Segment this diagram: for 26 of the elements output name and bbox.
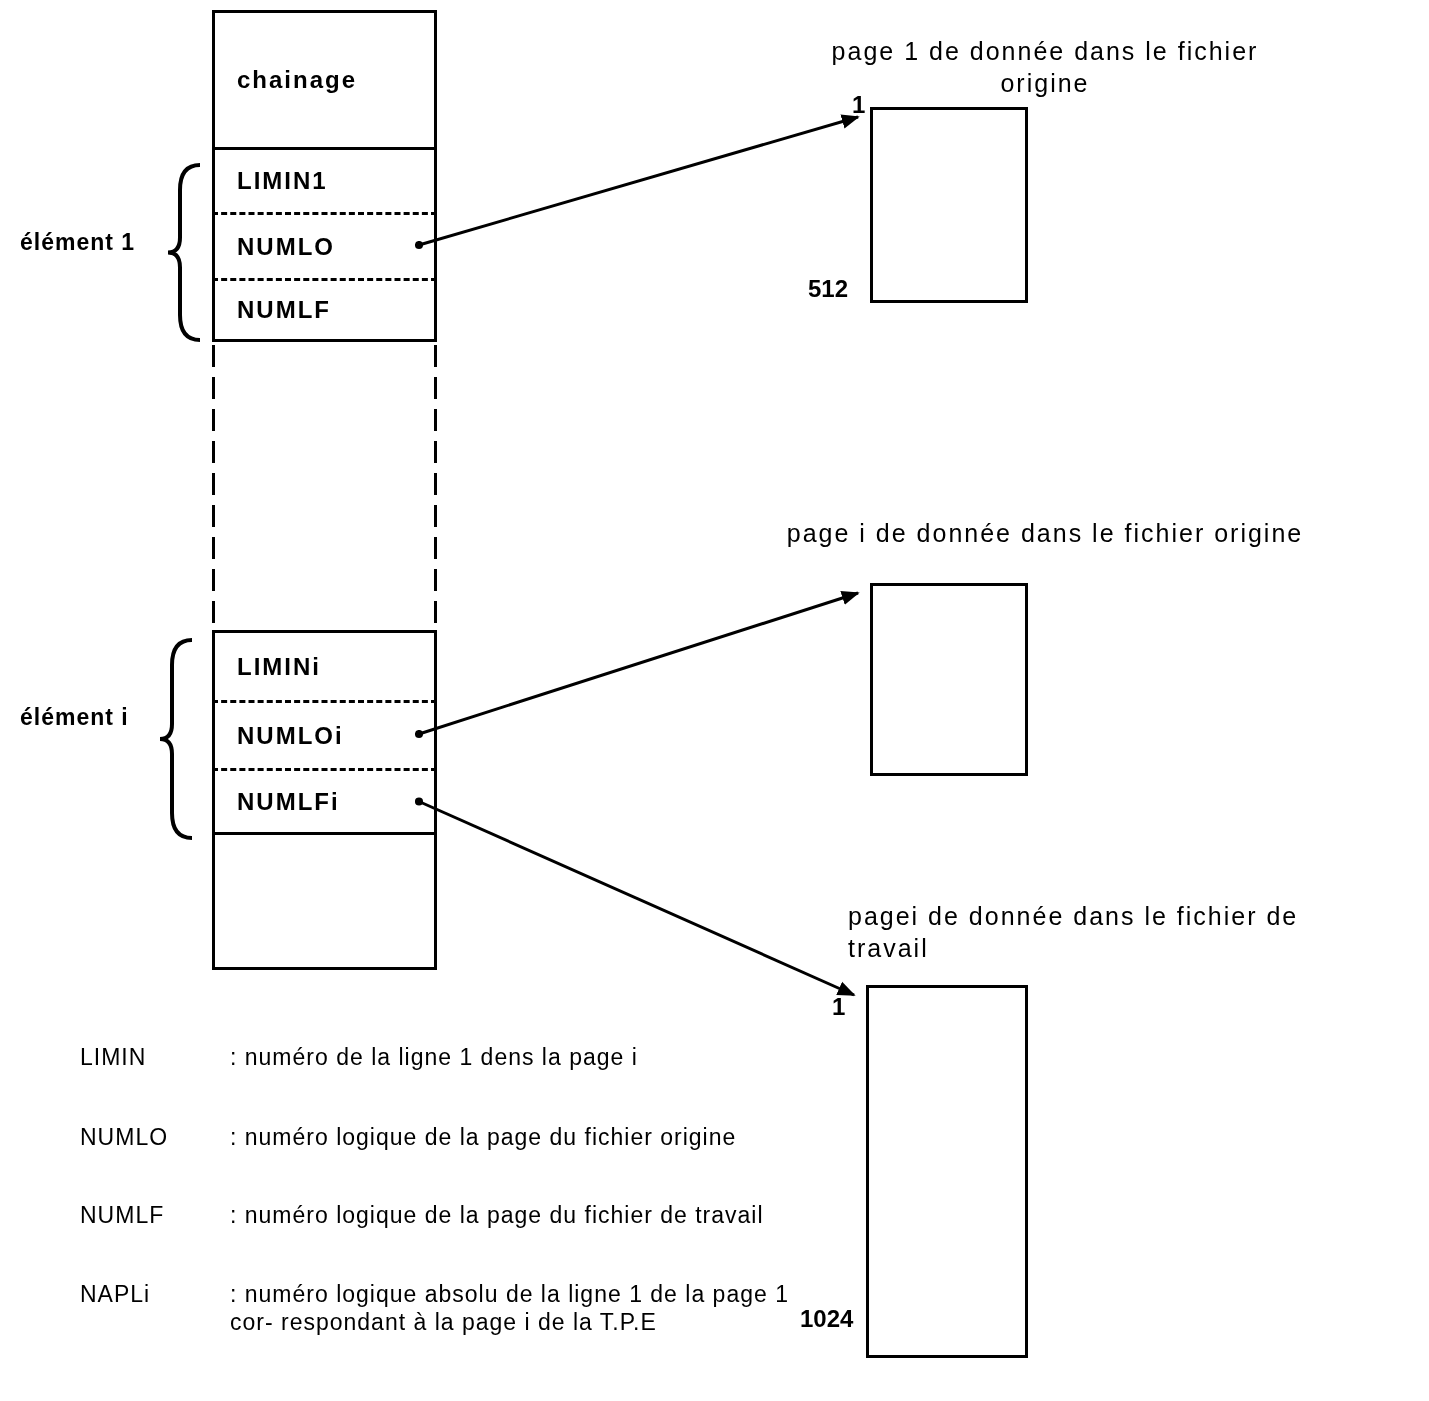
arrow	[414, 591, 860, 739]
table-cell: LIMIN1	[212, 150, 437, 212]
brace-label: élément 1	[20, 228, 137, 256]
table-cell: NUMLO	[212, 212, 437, 278]
table-cell: chainage	[212, 10, 437, 150]
term: NUMLF	[80, 1201, 166, 1229]
definition: : numéro logique de la page du fichier origine	[230, 1123, 738, 1151]
term: LIMIN	[80, 1043, 148, 1071]
line-number: 1	[832, 993, 846, 1021]
definition: : numéro logique de la page du fichier de travail	[230, 1201, 765, 1229]
term: NAPLi	[80, 1280, 152, 1308]
arrow	[414, 114, 860, 250]
table-cell: LIMINi	[212, 630, 437, 700]
line-number: 1024	[800, 1305, 854, 1333]
table-cell: NUMLF	[212, 278, 437, 342]
term: NUMLO	[80, 1123, 170, 1151]
table-cell: NUMLFi	[212, 768, 437, 835]
page-heading: pagei de donnée dans le fichier de travail	[848, 901, 1300, 964]
table-cell	[212, 835, 437, 970]
definition: : numéro logique absolu de la ligne 1 de la page 1 cor- respondant à la page i de la T.P.E	[230, 1280, 790, 1336]
page-heading: page i de donnée dans le fichier origine	[785, 518, 1305, 549]
definition: : numéro de la ligne 1 dens la page i	[230, 1043, 639, 1071]
table-cell: NUMLOi	[212, 700, 437, 768]
arrow	[414, 797, 856, 997]
line-number: 512	[808, 275, 849, 303]
brace-label: élément i	[20, 703, 130, 731]
